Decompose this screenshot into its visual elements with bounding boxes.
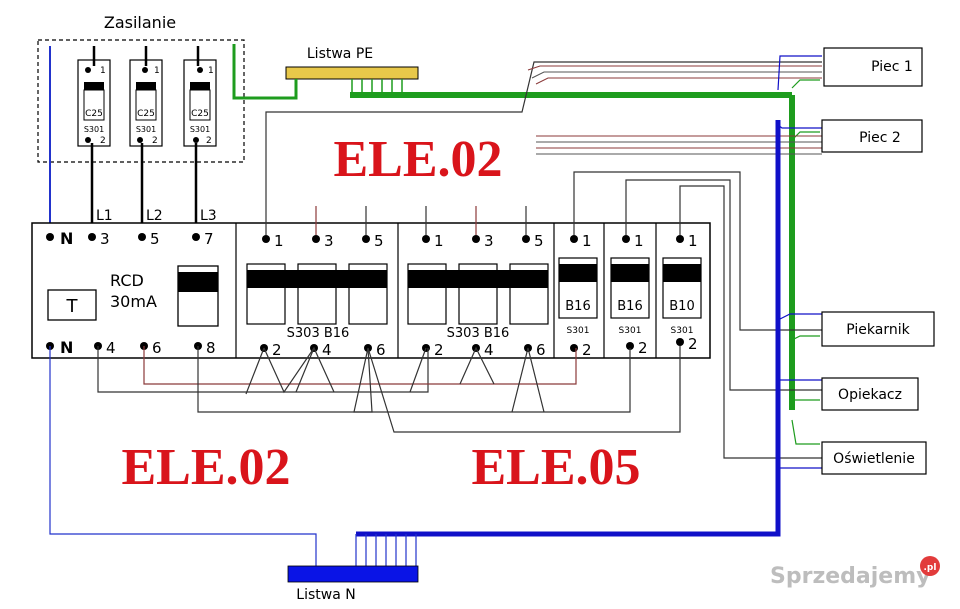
n-bar — [287, 565, 419, 583]
s301-2-bottom: 2 — [638, 339, 648, 357]
watermark-bottom-right: ELE.05 — [471, 439, 640, 496]
pe-bar-taps — [351, 79, 403, 94]
rcd-top-n: N — [60, 229, 73, 248]
pe-bar — [285, 66, 419, 80]
s301-1-rating: B16 — [565, 299, 590, 314]
s301-breaker-1: 1 B16 S301 2 — [558, 232, 598, 359]
supply-breaker-2: 1 C25 S301 2 — [129, 59, 163, 147]
supply-breaker-1: 1 C25 S301 2 — [77, 59, 111, 147]
rcd-test-button — [47, 289, 97, 321]
s303b-label: S303 B16 — [447, 326, 510, 341]
pe-bar-label: Listwa PE — [307, 46, 373, 62]
rcd-label: RCD — [110, 271, 144, 290]
s303a-top-3: 3 — [324, 232, 334, 250]
supply-breaker-1-type: S301 — [84, 125, 104, 134]
phase-label-l2: L2 — [146, 208, 163, 224]
s303b-bottom-4: 4 — [484, 341, 494, 359]
brand-badge-label: .pl — [924, 563, 937, 573]
rcd-bottom-8: 8 — [206, 339, 216, 357]
s301-3-bottom: 2 — [688, 335, 698, 353]
supply-breaker-3-bottom: 2 — [206, 136, 212, 146]
supply-breaker-1-bottom: 2 — [100, 136, 106, 146]
rcd-bottom-4: 4 — [106, 339, 116, 357]
s303a-label: S303 B16 — [287, 326, 350, 341]
phase-wires — [90, 143, 198, 236]
s303a-bottom-6: 6 — [376, 341, 386, 359]
s303b-top-1: 1 — [434, 232, 444, 250]
phase-label-l3: L3 — [200, 208, 217, 224]
supply-breaker-1-rating: C25 — [85, 109, 103, 119]
supply-breaker-2-bottom: 2 — [152, 136, 158, 146]
load-opiekacz: Opiekacz — [821, 377, 919, 411]
s303-breaker-b: 1 3 5 S303 B16 2 4 6 — [407, 232, 549, 359]
n-bar-taps — [355, 534, 417, 566]
rcd-bottom-n: N — [60, 338, 73, 357]
piec-wire-bundles — [527, 65, 822, 155]
load-piec1: Piec 1 — [823, 47, 923, 87]
neutral-rcd-wire — [49, 346, 317, 566]
n-bar-label: Listwa N — [296, 587, 355, 603]
load-piekarnik-label: Piekarnik — [846, 322, 910, 338]
supply-input-wires — [92, 46, 200, 66]
s301-2-rating: B16 — [617, 299, 642, 314]
s303-breaker-a: 1 3 5 S303 B16 2 4 6 — [246, 232, 388, 359]
s301-3-rating: B10 — [669, 299, 694, 314]
load-piec1-label: Piec 1 — [871, 59, 913, 75]
s301-2-type: S301 — [619, 326, 642, 336]
load-oswietlenie: Oświetlenie — [821, 441, 927, 475]
supply-breaker-3-top: 1 — [208, 66, 214, 76]
neutral-main-wire — [356, 120, 781, 537]
s301-3-top: 1 — [688, 232, 698, 250]
rcd-top-5: 5 — [150, 230, 160, 248]
neutral-load-wires — [777, 55, 822, 469]
rcd-top-7: 7 — [204, 230, 214, 248]
s301-1-type: S301 — [567, 326, 590, 336]
supply-breaker-1-top: 1 — [100, 66, 106, 76]
load-wires — [265, 61, 822, 459]
s303a-bottom-2: 2 — [272, 341, 282, 359]
watermark-bottom-left: ELE.02 — [121, 439, 290, 496]
supply-breaker-3-type: S301 — [190, 125, 210, 134]
supply-breaker-3-rating: C25 — [191, 109, 209, 119]
load-oswietlenie-label: Oświetlenie — [833, 451, 915, 467]
s301-3-type: S301 — [671, 326, 694, 336]
brand-watermark: Sprzedajemy — [770, 564, 931, 589]
s301-1-top: 1 — [582, 232, 592, 250]
distribution-wires — [97, 346, 681, 433]
s301-2-top: 1 — [634, 232, 644, 250]
phase-label-l1: L1 — [96, 208, 113, 224]
s303b-top-5: 5 — [534, 232, 544, 250]
rcd-test-label: T — [66, 296, 79, 317]
supply-breaker-2-top: 1 — [154, 66, 160, 76]
s301-breaker-2: 1 B16 S301 2 — [610, 232, 650, 357]
rcd-bottom-6: 6 — [152, 339, 162, 357]
pe-load-wires — [791, 79, 820, 445]
rcd-current: 30mA — [110, 292, 157, 311]
supply-title: Zasilanie — [104, 13, 176, 32]
s303a-bottom-4: 4 — [322, 341, 332, 359]
s303a-top-1: 1 — [274, 232, 284, 250]
s303b-bottom-2: 2 — [434, 341, 444, 359]
load-piekarnik: Piekarnik — [821, 311, 935, 347]
watermark-top: ELE.02 — [333, 131, 502, 188]
pe-supply-wire — [232, 44, 298, 100]
supply-breaker-2-type: S301 — [136, 125, 156, 134]
load-opiekacz-label: Opiekacz — [838, 387, 902, 403]
s303b-bottom-6: 6 — [536, 341, 546, 359]
s303b-top-3: 3 — [484, 232, 494, 250]
s301-breaker-3: 1 B10 S301 2 — [662, 232, 702, 353]
brand-badge-icon — [920, 556, 940, 576]
supply-breaker-2-rating: C25 — [137, 109, 155, 119]
s303a-top-5: 5 — [374, 232, 384, 250]
s301-1-bottom: 2 — [582, 341, 592, 359]
load-piec2: Piec 2 — [821, 119, 923, 153]
load-piec2-label: Piec 2 — [859, 130, 901, 146]
supply-breaker-3: 1 C25 S301 2 — [183, 59, 217, 147]
rcd-top-3: 3 — [100, 230, 110, 248]
